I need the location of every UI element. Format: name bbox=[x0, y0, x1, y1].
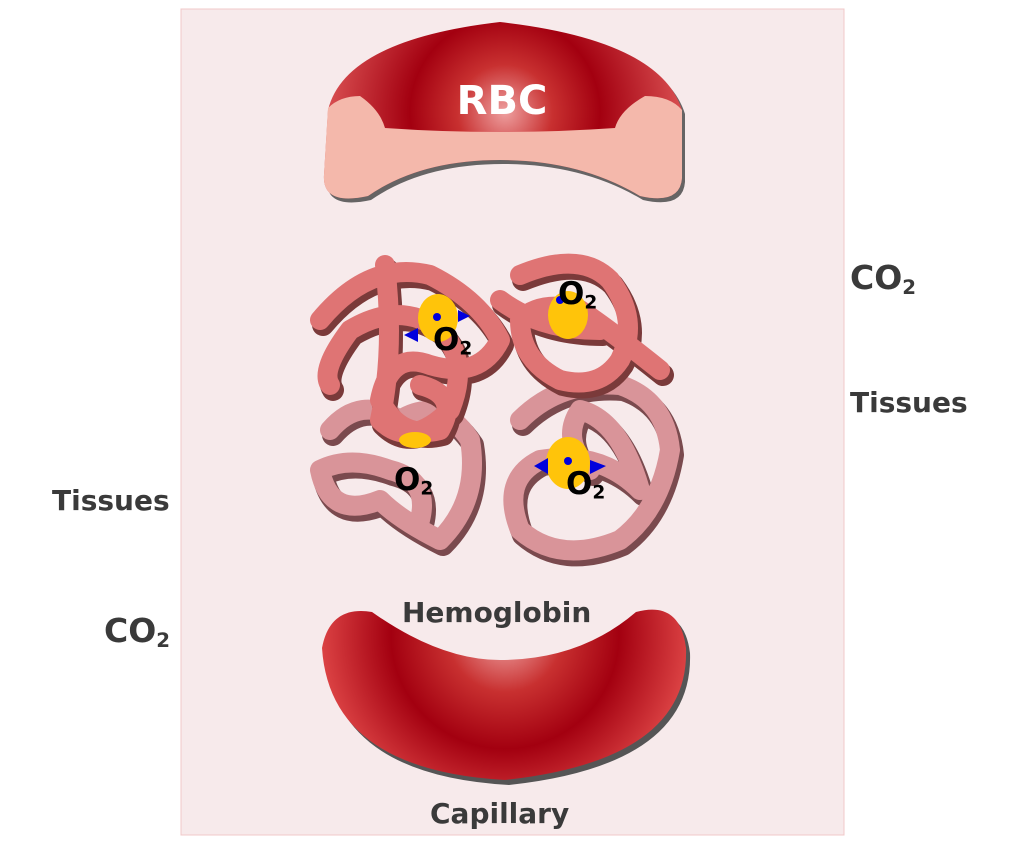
hemoglobin-label: Hemoglobin bbox=[402, 596, 592, 629]
co2-label-left-subscript: 2 bbox=[156, 628, 171, 652]
co2-label-left-text: CO bbox=[104, 611, 157, 650]
o2-subscript: 2 bbox=[459, 338, 473, 360]
o2-letter: O bbox=[433, 322, 460, 358]
rbc-top-shape bbox=[323, 22, 685, 203]
heme-group-bottom-left bbox=[399, 432, 431, 448]
o2-label-bottom-right: O2 bbox=[566, 466, 605, 504]
rbc-label: RBC bbox=[0, 78, 1004, 124]
heme-group-top-left bbox=[404, 294, 470, 342]
o2-label-top-right: O2 bbox=[558, 276, 597, 314]
rbc-bottom-shape bbox=[322, 609, 691, 785]
heme-group-top-right bbox=[548, 291, 588, 339]
o2-letter: O bbox=[566, 466, 593, 502]
capillary-label: Capillary bbox=[430, 797, 570, 830]
tissues-label-left: Tissues bbox=[52, 484, 170, 517]
co2-label-right-text: CO bbox=[850, 258, 903, 297]
heme-group-bottom-right bbox=[534, 437, 606, 489]
co2-label-right: CO2 bbox=[850, 258, 916, 299]
o2-label-bottom-left: O2 bbox=[394, 462, 433, 500]
o2-subscript: 2 bbox=[592, 482, 606, 504]
o2-subscript: 2 bbox=[584, 292, 598, 314]
o2-letter: O bbox=[558, 276, 585, 312]
co2-label-left: CO2 bbox=[104, 611, 170, 652]
co2-label-right-subscript: 2 bbox=[902, 275, 917, 299]
o2-subscript: 2 bbox=[420, 478, 434, 500]
rbc-label-text: RBC bbox=[456, 78, 548, 124]
o2-letter: O bbox=[394, 462, 421, 498]
o2-label-top-left: O2 bbox=[433, 322, 472, 360]
tissues-label-right: Tissues bbox=[850, 386, 968, 419]
